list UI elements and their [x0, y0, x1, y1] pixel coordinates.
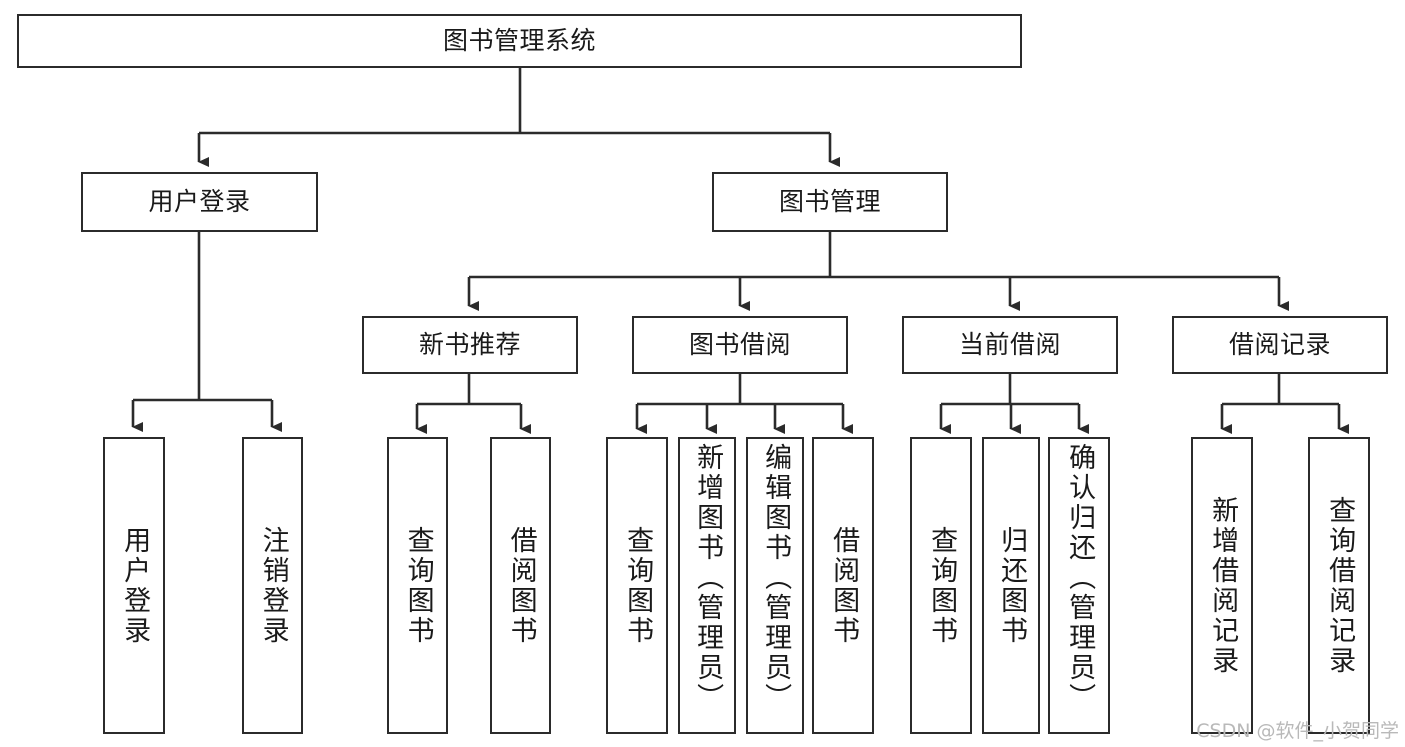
node-book-management[interactable]: 图书管理	[712, 172, 948, 232]
node-label: 查询借阅记录	[1324, 495, 1356, 676]
leaf-confirm-return-admin[interactable]: 确认归还（管理员）	[1048, 437, 1110, 734]
leaf-add-borrow-record[interactable]: 新增借阅记录	[1191, 437, 1253, 734]
node-label: 新增借阅记录	[1207, 495, 1239, 676]
node-label: 确认归还（管理员）	[1064, 443, 1096, 713]
leaf-user-login[interactable]: 用户登录	[103, 437, 165, 734]
node-label: 新增图书（管理员）	[692, 443, 724, 713]
node-label: 当前借阅	[958, 329, 1061, 359]
node-book-borrow[interactable]: 图书借阅	[632, 316, 848, 374]
node-user-login[interactable]: 用户登录	[81, 172, 318, 232]
leaf-query-book-current[interactable]: 查询图书	[910, 437, 972, 734]
node-label: 编辑图书（管理员）	[760, 443, 792, 713]
leaf-query-book-borrow[interactable]: 查询图书	[606, 437, 668, 734]
node-label: 查询图书	[926, 525, 958, 646]
leaf-borrow-book-recommend[interactable]: 借阅图书	[490, 437, 551, 734]
leaf-logout[interactable]: 注销登录	[242, 437, 303, 734]
watermark-text: CSDN @软件_小贺同学	[1196, 720, 1399, 742]
node-label: 用户登录	[148, 186, 251, 216]
node-label: 图书管理	[778, 186, 881, 216]
node-label: 注销登录	[257, 525, 289, 646]
leaf-borrow-book[interactable]: 借阅图书	[812, 437, 874, 734]
leaf-edit-book-admin[interactable]: 编辑图书（管理员）	[746, 437, 804, 734]
node-borrow-record[interactable]: 借阅记录	[1172, 316, 1388, 374]
node-label: 归还图书	[996, 525, 1028, 646]
node-label: 查询图书	[622, 525, 654, 646]
node-label: 新书推荐	[418, 329, 521, 359]
node-label: 图书借阅	[688, 329, 791, 359]
node-label: 图书管理系统	[442, 25, 596, 55]
leaf-query-book-recommend[interactable]: 查询图书	[387, 437, 448, 734]
node-label: 借阅图书	[505, 525, 537, 646]
node-label: 查询图书	[402, 525, 434, 646]
node-label: 用户登录	[119, 525, 151, 646]
node-label: 借阅记录	[1228, 329, 1331, 359]
node-current-borrow[interactable]: 当前借阅	[902, 316, 1118, 374]
leaf-add-book-admin[interactable]: 新增图书（管理员）	[678, 437, 736, 734]
node-label: 借阅图书	[828, 525, 860, 646]
leaf-return-book[interactable]: 归还图书	[982, 437, 1040, 734]
node-root-system[interactable]: 图书管理系统	[17, 14, 1022, 68]
node-new-book-recommend[interactable]: 新书推荐	[362, 316, 578, 374]
leaf-query-borrow-record[interactable]: 查询借阅记录	[1308, 437, 1370, 734]
